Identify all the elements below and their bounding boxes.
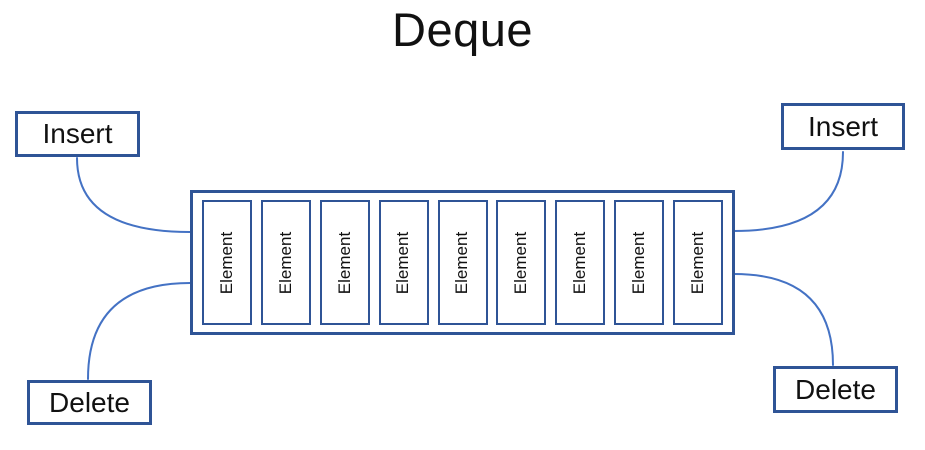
deque-element: Element (614, 200, 665, 325)
element-label: Element (275, 231, 295, 294)
element-label: Element (334, 231, 354, 294)
deque-element: Element (496, 200, 547, 325)
deque-element: Element (673, 200, 723, 325)
connector-insert-right (733, 151, 844, 232)
connector-insert-left (76, 157, 191, 233)
element-label: Element (629, 231, 649, 294)
deque-container: Element Element Element Element Element … (190, 190, 735, 335)
element-label: Element (511, 231, 531, 294)
deque-element: Element (260, 200, 311, 325)
connector-delete-right (733, 273, 834, 366)
deque-element: Element (319, 200, 370, 325)
deque-element: Element (555, 200, 606, 325)
deque-element: Element (378, 200, 429, 325)
element-label: Element (393, 231, 413, 294)
element-label: Element (688, 231, 707, 294)
insert-rear-label: Insert (781, 103, 905, 150)
element-label: Element (217, 231, 236, 294)
deque-element: Element (437, 200, 488, 325)
deque-element: Element (202, 200, 252, 325)
element-label: Element (452, 231, 472, 294)
delete-front-label: Delete (27, 380, 152, 425)
diagram-title: Deque (392, 3, 533, 56)
connector-delete-left (87, 282, 191, 380)
element-label: Element (570, 231, 590, 294)
delete-rear-label: Delete (773, 366, 898, 413)
insert-front-label: Insert (15, 111, 140, 157)
